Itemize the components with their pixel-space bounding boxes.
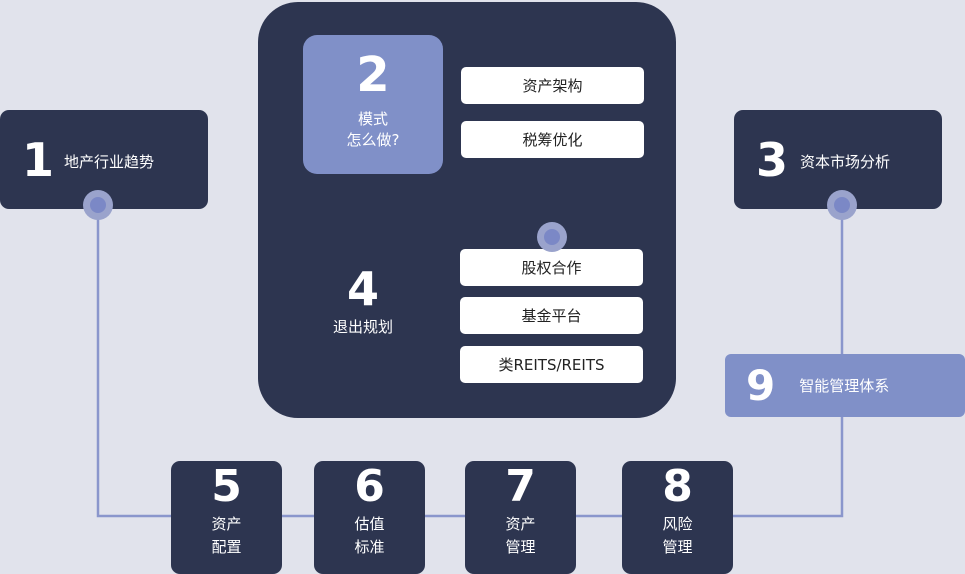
asset-allocation-label-line2: 配置 (211, 538, 242, 556)
connector-dot-trend (83, 190, 113, 220)
asset-allocation-box[interactable]: 5 资产 配置 (171, 461, 282, 574)
valuation-standard-label-line2: 标准 (354, 538, 385, 556)
capital-market-number: 3 (756, 132, 789, 187)
smart-management-number: 9 (746, 360, 776, 410)
mode-label-line1: 模式 (357, 110, 388, 128)
connector-dot-capital (827, 190, 857, 220)
pill-fund-platform[interactable]: 基金平台 (460, 297, 643, 334)
asset-management-box[interactable]: 7 资产 管理 (465, 461, 576, 574)
mode-number: 2 (356, 47, 390, 103)
real-estate-trend-label: 地产行业趋势 (64, 153, 155, 171)
risk-management-label-line2: 管理 (662, 538, 693, 556)
exit-planning-label: 退出规划 (332, 318, 393, 336)
risk-management-label-line1: 风险 (662, 515, 693, 533)
capital-market-label: 资本市场分析 (800, 153, 891, 171)
pill-reits[interactable]: 类REITS/REITS (460, 346, 643, 383)
pill-equity-cooperation[interactable]: 股权合作 (460, 249, 643, 286)
asset-management-number: 7 (505, 461, 536, 512)
smart-management-box[interactable]: 9 智能管理体系 (725, 354, 965, 417)
mode-label-line2: 怎么做? (346, 131, 400, 149)
valuation-standard-label-line1: 估值 (354, 515, 385, 533)
asset-allocation-number: 5 (211, 461, 242, 512)
exit-planning-node: 4 退出规划 (330, 266, 396, 337)
asset-allocation-label-line1: 资产 (211, 515, 242, 533)
real-estate-trend-number: 1 (22, 132, 55, 187)
pill-asset-structure[interactable]: 资产架构 (461, 67, 644, 104)
asset-management-label-line2: 管理 (505, 538, 536, 556)
smart-management-label: 智能管理体系 (799, 377, 890, 395)
connector-dot-center (537, 222, 567, 252)
mode-box[interactable]: 2 模式 怎么做? (303, 35, 443, 174)
real-estate-trend-box[interactable]: 1 地产行业趋势 (0, 110, 208, 209)
pill-tax-optimization[interactable]: 税筹优化 (461, 121, 644, 158)
asset-management-label-line1: 资产 (505, 515, 536, 533)
valuation-standard-box[interactable]: 6 估值 标准 (314, 461, 425, 574)
risk-management-number: 8 (662, 461, 693, 512)
valuation-standard-number: 6 (354, 461, 385, 512)
exit-planning-number: 4 (346, 262, 379, 316)
risk-management-box[interactable]: 8 风险 管理 (622, 461, 733, 574)
